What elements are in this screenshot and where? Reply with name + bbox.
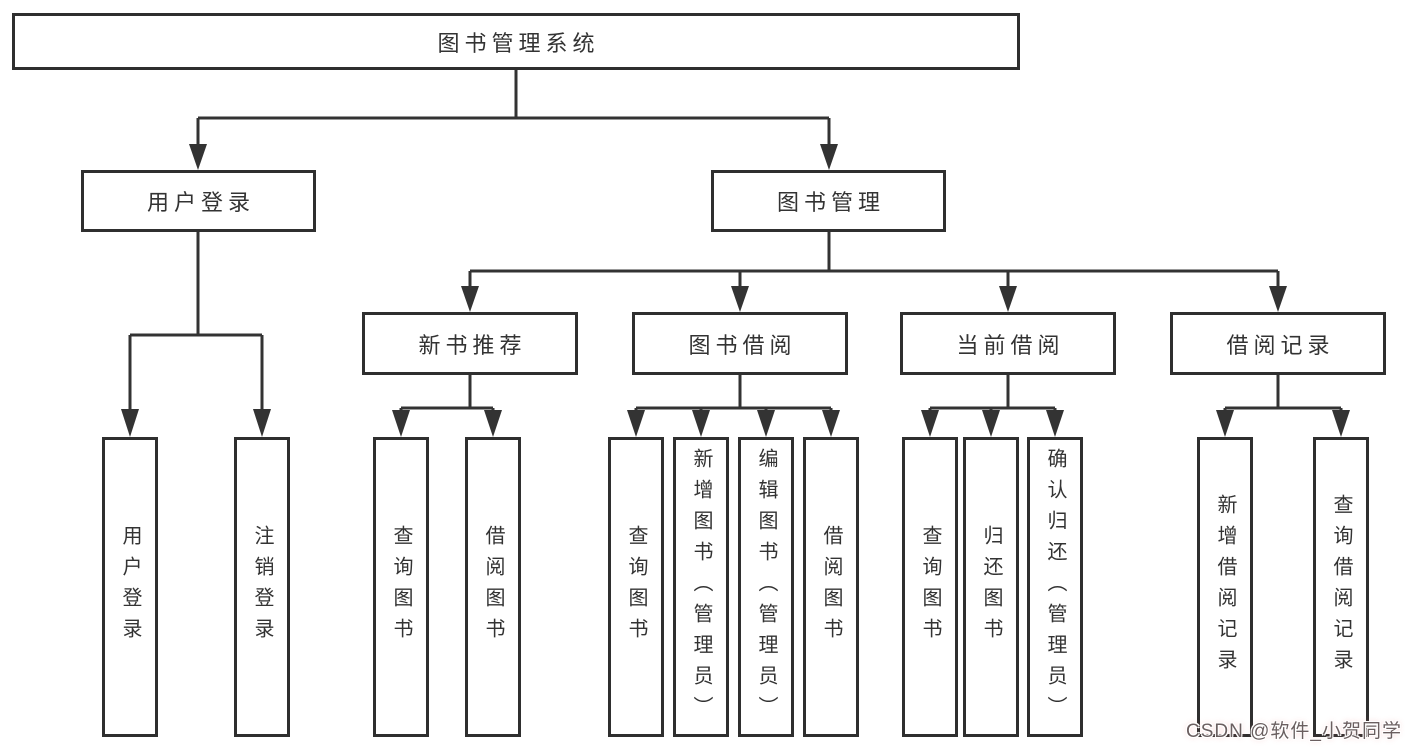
- connector-borrow-to-leaves: [627, 375, 840, 437]
- node-current-borrow: 当前借阅: [900, 312, 1116, 375]
- node-book-management: 图书管理: [711, 170, 946, 232]
- leaf-label: 借阅图书: [820, 525, 842, 649]
- leaf-edit-book-admin: 编辑图书（管理员）: [738, 437, 794, 737]
- arrowhead: [1046, 410, 1064, 437]
- leaf-label: 查询图书: [390, 525, 412, 649]
- leaf-label: 借阅图书: [482, 525, 504, 649]
- arrowhead: [1216, 410, 1234, 437]
- node-label: 用户登录: [146, 190, 255, 215]
- leaf-add-borrow-record: 新增借阅记录: [1197, 437, 1253, 737]
- arrowhead: [121, 409, 139, 437]
- arrowhead: [822, 410, 840, 437]
- connector-current-to-leaves: [921, 375, 1064, 437]
- connector-recommend-to-leaves: [392, 375, 502, 437]
- leaf-logout: 注销登录: [234, 437, 290, 737]
- arrowhead: [982, 410, 1000, 437]
- node-label: 新书推荐: [418, 332, 527, 358]
- node-label: 借阅记录: [1226, 332, 1335, 358]
- leaf-query-books-current: 查询图书: [902, 437, 958, 737]
- connector-mgmt-to-level3: [461, 232, 1287, 312]
- leaf-label: 查询借阅记录: [1330, 494, 1352, 680]
- node-label: 图书管理系统: [437, 30, 600, 56]
- arrowhead: [1332, 410, 1350, 437]
- leaf-query-books-borrow: 查询图书: [608, 437, 664, 737]
- arrowhead: [1269, 286, 1287, 312]
- arrowhead: [921, 410, 939, 437]
- arrowhead: [627, 410, 645, 437]
- node-book-borrow: 图书借阅: [632, 312, 848, 375]
- leaf-label: 确认归还（管理员）: [1044, 447, 1066, 727]
- arrowhead: [820, 144, 838, 170]
- leaf-label: 查询图书: [919, 525, 941, 649]
- leaf-label: 用户登录: [119, 525, 141, 649]
- arrowhead: [392, 410, 410, 437]
- leaf-label: 新增图书（管理员）: [690, 447, 712, 727]
- node-user-login: 用户登录: [81, 170, 316, 232]
- node-label: 图书借阅: [688, 332, 797, 358]
- node-new-book-recommend: 新书推荐: [362, 312, 578, 375]
- node-label: 当前借阅: [956, 332, 1065, 358]
- arrowhead: [253, 409, 271, 437]
- connector-login-to-leaves: [121, 232, 271, 437]
- node-label: 图书管理: [776, 190, 885, 215]
- arrowhead: [731, 286, 749, 312]
- csdn-watermark: CSDN @软件_小贺同学: [1186, 721, 1402, 742]
- connector-records-to-leaves: [1216, 375, 1350, 437]
- leaf-label: 注销登录: [251, 525, 273, 649]
- arrowhead: [999, 286, 1017, 312]
- leaf-label: 编辑图书（管理员）: [755, 447, 777, 727]
- arrowhead: [189, 144, 207, 170]
- leaf-query-borrow-record: 查询借阅记录: [1313, 437, 1369, 737]
- leaf-return-book: 归还图书: [963, 437, 1019, 737]
- connector-root-to-level2: [189, 70, 838, 170]
- leaf-add-book-admin: 新增图书（管理员）: [673, 437, 729, 737]
- leaf-label: 新增借阅记录: [1214, 494, 1236, 680]
- leaf-label: 归还图书: [980, 525, 1002, 649]
- leaf-query-books-recommend: 查询图书: [373, 437, 429, 737]
- leaf-borrow-books: 借阅图书: [803, 437, 859, 737]
- arrowhead: [461, 286, 479, 312]
- leaf-user-login: 用户登录: [102, 437, 158, 737]
- node-borrow-records: 借阅记录: [1170, 312, 1386, 375]
- node-library-system: 图书管理系统: [12, 13, 1020, 70]
- arrowhead: [692, 410, 710, 437]
- leaf-borrow-books-recommend: 借阅图书: [465, 437, 521, 737]
- leaf-label: 查询图书: [625, 525, 647, 649]
- arrowhead: [484, 410, 502, 437]
- leaf-confirm-return-admin: 确认归还（管理员）: [1027, 437, 1083, 737]
- arrowhead: [757, 410, 775, 437]
